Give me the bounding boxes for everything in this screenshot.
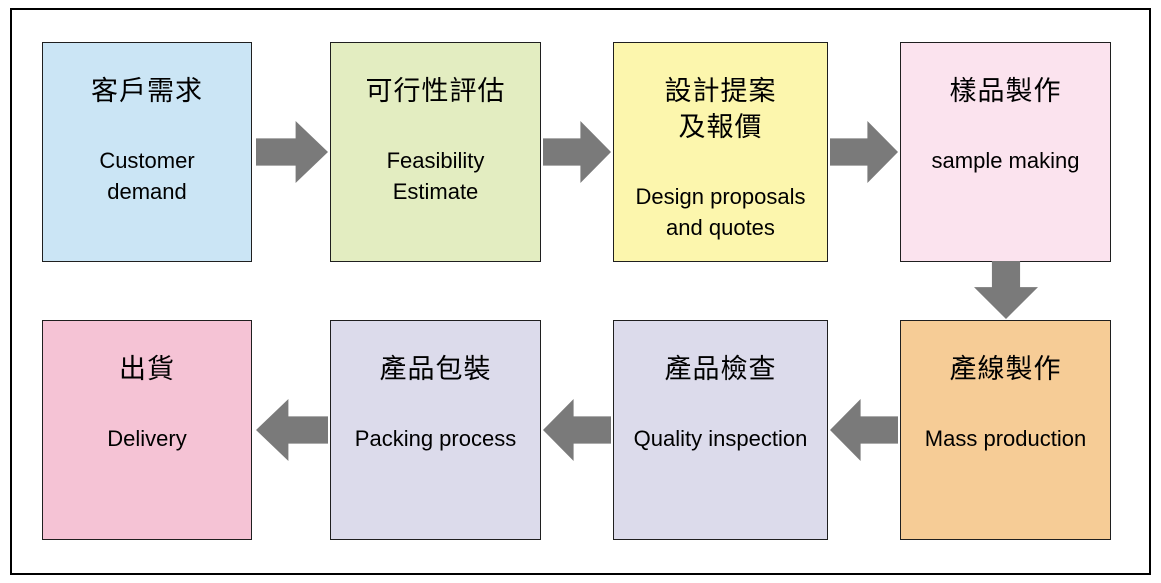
flow-node-sample-making: 樣品製作 sample making — [900, 42, 1111, 262]
node-title-zh: 樣品製作 — [949, 76, 1062, 106]
node-label-en: Packing process — [354, 426, 517, 451]
node-title-zh: 設計提案 及報價 — [664, 76, 777, 142]
flow-node-mass-production: 產線製作 Mass production — [900, 320, 1111, 540]
node-title-zh: 客戶需求 — [91, 76, 203, 106]
node-label-en: Design proposals and quotes — [635, 184, 806, 240]
node-title-zh: 可行性評估 — [365, 76, 506, 106]
flow-node-delivery: 出貨 Delivery — [42, 320, 252, 540]
node-title-zh: 產品包裝 — [379, 354, 492, 384]
flow-node-design-proposals: 設計提案 及報價 Design proposals and quotes — [613, 42, 828, 262]
node-label-en: Mass production — [924, 426, 1087, 451]
flow-node-quality-inspection: 產品檢查 Quality inspection — [613, 320, 828, 540]
node-label-en: Customer demand — [99, 148, 195, 204]
flow-node-customer-demand: 客戶需求 Customer demand — [42, 42, 252, 262]
node-title-zh: 產線製作 — [949, 354, 1062, 384]
node-label-en: Quality inspection — [633, 426, 808, 451]
node-label-en: sample making — [931, 148, 1080, 173]
node-title-zh: 產品檢查 — [664, 354, 777, 384]
node-label-en: Feasibility Estimate — [386, 148, 485, 204]
flow-node-feasibility-estimate: 可行性評估 Feasibility Estimate — [330, 42, 541, 262]
node-label-en: Delivery — [107, 426, 187, 451]
flow-node-packing-process: 產品包裝 Packing process — [330, 320, 541, 540]
node-title-zh: 出貨 — [119, 354, 175, 384]
